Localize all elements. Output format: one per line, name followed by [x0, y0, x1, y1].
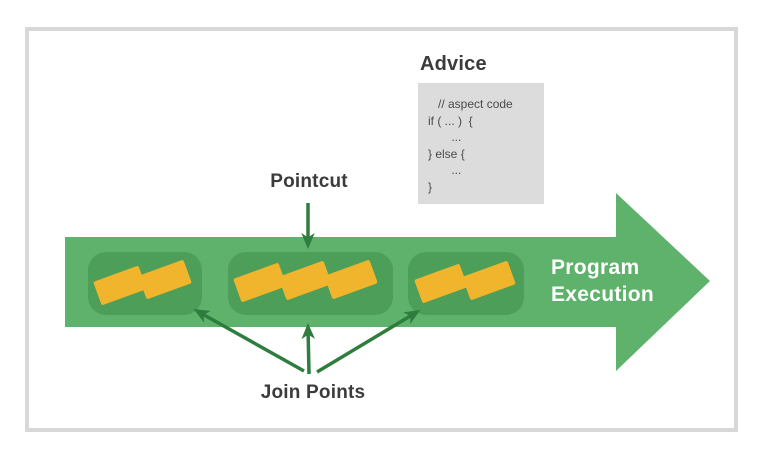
pointcut-label: Pointcut: [270, 171, 348, 192]
advice-label: Advice: [420, 53, 487, 75]
advice-code-line: // aspect code: [428, 97, 513, 111]
join-point-block: [278, 260, 332, 301]
join-point-block: [462, 260, 516, 301]
join-point-block: [233, 262, 287, 303]
advice-code-line: } else {: [428, 146, 465, 161]
join-points-label: Join Points: [260, 382, 366, 403]
join-point-block: [324, 259, 378, 300]
advice-code-line: ...: [428, 163, 462, 177]
diagram-frame: [25, 27, 738, 432]
advice-code-line: if ( ... ) {: [428, 113, 473, 128]
advice-code-line: ...: [428, 130, 462, 144]
join-point-group-1: [88, 252, 202, 315]
advice-code-box: // aspect code if ( ... ) { ... } else {…: [418, 83, 544, 204]
join-point-block: [138, 259, 192, 300]
program-execution-label: Program Execution: [551, 256, 655, 306]
advice-code-line: }: [428, 179, 433, 194]
join-point-group-2: [228, 252, 393, 315]
join-point-block: [414, 263, 468, 304]
join-point-block: [93, 265, 147, 306]
join-point-group-3: [408, 252, 524, 315]
